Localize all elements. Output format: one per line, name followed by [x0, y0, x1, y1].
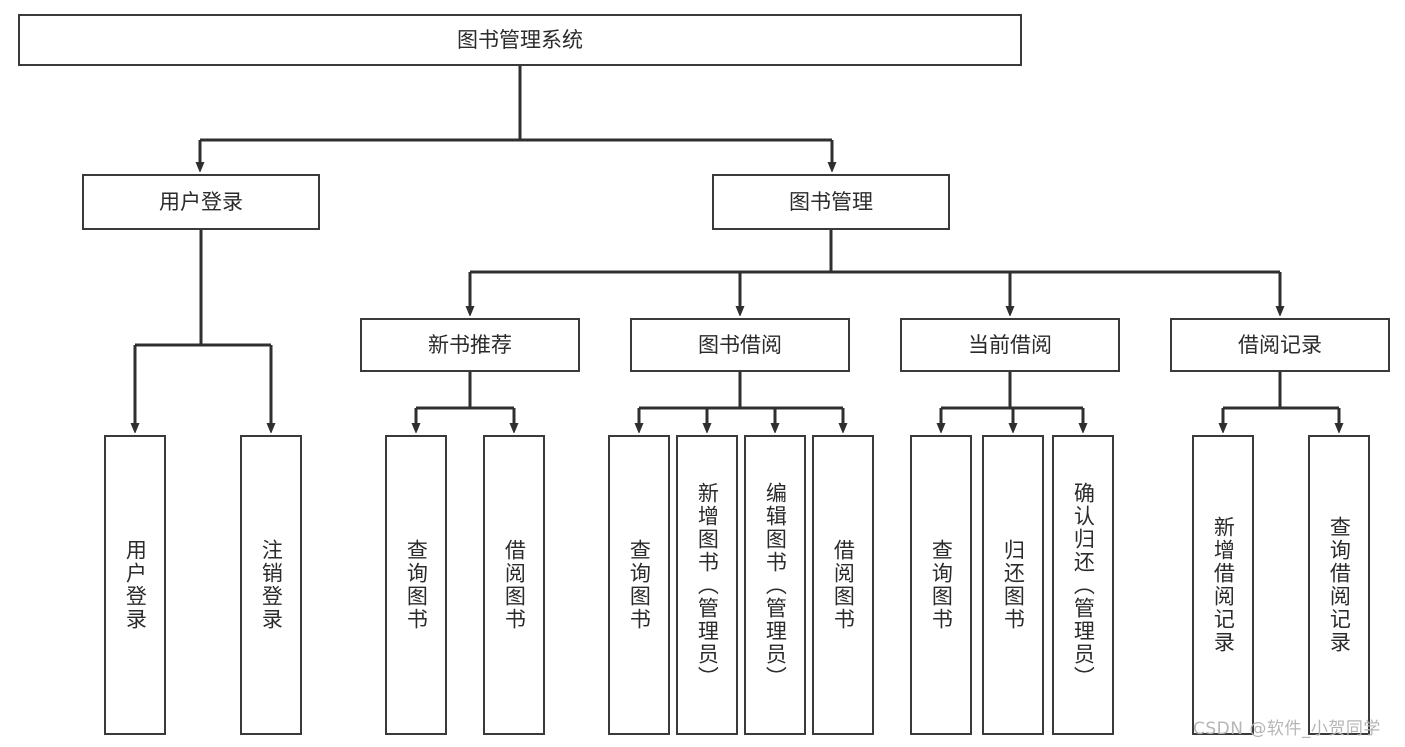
node-borrow-records[interactable]: 借阅记录: [1170, 318, 1390, 372]
node-user-login[interactable]: 用户登录: [82, 174, 320, 230]
node-root[interactable]: 图书管理系统: [18, 14, 1022, 66]
node-leaf-add-book[interactable]: 新增图书（管理员）: [676, 435, 738, 735]
node-leaf-add-borrow-record[interactable]: 新增借阅记录: [1192, 435, 1254, 735]
node-borrow-records-label: 借阅记录: [1238, 332, 1322, 357]
node-leaf-add-borrow-record-label: 新增借阅记录: [1211, 516, 1236, 654]
node-leaf-return-book[interactable]: 归还图书: [982, 435, 1044, 735]
node-user-login-label: 用户登录: [159, 189, 243, 214]
node-leaf-borrow-book-2-label: 借阅图书: [831, 539, 856, 631]
node-leaf-query-book-2-label: 查询图书: [627, 539, 652, 631]
node-leaf-add-book-label: 新增图书（管理员）: [695, 481, 720, 689]
node-leaf-query-book-1-label: 查询图书: [404, 539, 429, 631]
node-leaf-query-borrow-record[interactable]: 查询借阅记录: [1308, 435, 1370, 735]
node-leaf-borrow-book-1-label: 借阅图书: [502, 539, 527, 631]
node-leaf-query-book-1[interactable]: 查询图书: [385, 435, 447, 735]
watermark: CSDN @软件_小贺同学: [1193, 719, 1381, 739]
node-leaf-logout-login[interactable]: 注销登录: [240, 435, 302, 735]
node-leaf-user-login-label: 用户登录: [123, 539, 148, 631]
node-leaf-confirm-return[interactable]: 确认归还（管理员）: [1052, 435, 1114, 735]
node-leaf-query-book-2[interactable]: 查询图书: [608, 435, 670, 735]
node-leaf-edit-book-label: 编辑图书（管理员）: [763, 481, 788, 689]
node-book-borrow[interactable]: 图书借阅: [630, 318, 850, 372]
node-leaf-query-book-3[interactable]: 查询图书: [910, 435, 972, 735]
node-leaf-borrow-book-1[interactable]: 借阅图书: [483, 435, 545, 735]
node-book-management[interactable]: 图书管理: [712, 174, 950, 230]
node-leaf-query-book-3-label: 查询图书: [929, 539, 954, 631]
node-leaf-return-book-label: 归还图书: [1001, 539, 1026, 631]
node-leaf-confirm-return-label: 确认归还（管理员）: [1071, 481, 1096, 689]
node-leaf-query-borrow-record-label: 查询借阅记录: [1327, 516, 1352, 654]
node-root-label: 图书管理系统: [457, 27, 583, 52]
node-leaf-user-login[interactable]: 用户登录: [104, 435, 166, 735]
node-new-book-recommend[interactable]: 新书推荐: [360, 318, 580, 372]
node-book-borrow-label: 图书借阅: [698, 332, 782, 357]
node-current-borrow[interactable]: 当前借阅: [900, 318, 1120, 372]
node-book-management-label: 图书管理: [789, 189, 873, 214]
node-new-book-recommend-label: 新书推荐: [428, 332, 512, 357]
node-current-borrow-label: 当前借阅: [968, 332, 1052, 357]
node-leaf-logout-login-label: 注销登录: [259, 539, 284, 631]
node-leaf-borrow-book-2[interactable]: 借阅图书: [812, 435, 874, 735]
node-leaf-edit-book[interactable]: 编辑图书（管理员）: [744, 435, 806, 735]
